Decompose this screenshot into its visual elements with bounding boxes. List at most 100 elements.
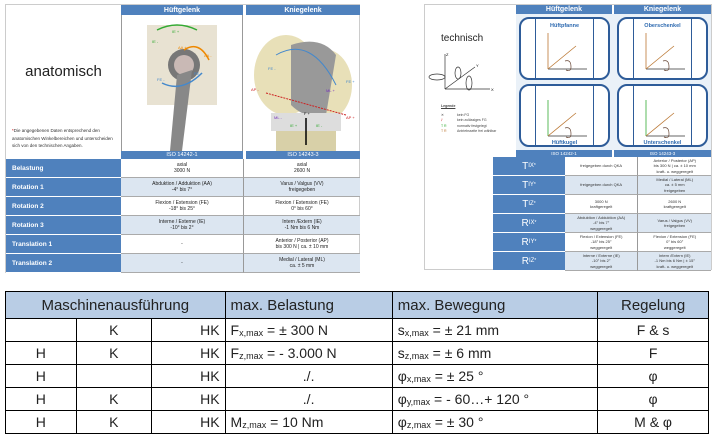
- tech-header-hip: Hüftgelenk: [516, 5, 612, 14]
- header-motion: max. Bewegung: [391, 291, 599, 319]
- diagram-title: Hüftpfanne: [549, 23, 580, 29]
- knee-cell: Medial / Lateral (ML)ca. ± 5 mm: [244, 254, 360, 273]
- normative-icon: T R: [441, 123, 447, 128]
- cell-load: ./.: [224, 364, 393, 388]
- axes-diagram-icon: [547, 33, 587, 71]
- cell-h: H: [5, 387, 77, 411]
- legend: Legende ✕kein FG ⫽kein zulässiges FG T R…: [441, 104, 496, 135]
- table-row: H K HK Mz,max = 10 Nm φz,max = ± 30 ° M …: [5, 410, 709, 434]
- machine-table: Maschinenausführung max. Belastung max. …: [5, 291, 709, 434]
- axis-y: Y: [476, 63, 479, 68]
- legend-item: ⫽kein zulässiges FG: [441, 118, 487, 123]
- cell-hk: HK: [151, 364, 226, 388]
- header-load: max. Belastung: [224, 291, 393, 319]
- note-text: Die angegebenen Daten entsprechend den a…: [12, 128, 113, 149]
- knee-cell: Anterior / Posterior (AP)bis 300 N | ca.…: [638, 157, 712, 176]
- dof-diagram: Hüftkugel: [519, 84, 610, 147]
- knee-cell: Anterior / Posterior (AP)bis 300 N | ca.…: [244, 235, 360, 254]
- forbidden-dof-icon: ⫽: [441, 118, 443, 123]
- diagram-title: Hüftkugel: [551, 140, 578, 146]
- knee-label: FE -: [268, 66, 276, 71]
- knee-label: ML -: [274, 115, 283, 120]
- cell-load: ./.: [224, 387, 393, 411]
- cell-motion: sx,max = ± 21 mm: [391, 318, 599, 342]
- axis-z: Z: [446, 52, 449, 57]
- legend-title: Legende: [441, 104, 456, 108]
- row-label: Translation 1: [6, 235, 121, 254]
- cell-control: F: [597, 341, 709, 365]
- hip-cell: Interne / Externe (IE)-10° bis 2°: [121, 216, 244, 235]
- hip-cell: -: [121, 254, 244, 273]
- header-control: Regelung: [597, 291, 709, 319]
- table-row: H HK ./. φx,max = ± 25 ° φ: [5, 364, 709, 388]
- knee-implant-image: FE - FE + AP - AP + ML + ML - F + IE + I…: [246, 15, 360, 151]
- free-drive-icon: T R: [441, 129, 447, 134]
- cell-hk: HK: [151, 410, 226, 434]
- cell-motion: φx,max = ± 25 °: [391, 364, 599, 388]
- hip-label: FE -: [157, 77, 165, 82]
- cell-control: F & s: [597, 318, 709, 342]
- cell-k: K: [75, 387, 153, 411]
- row-label: Rotation 1: [6, 178, 121, 197]
- knee-cell: Intern /Extern (IE)-1 Nm bis 6 Nm: [244, 216, 360, 235]
- tech-iso-hip: ISO 14242-1: [516, 150, 612, 157]
- dof-diagram: Hüftpfanne: [519, 17, 610, 80]
- dof-diagram: Oberschenkel: [617, 17, 708, 80]
- header-machine: Maschinenausführung: [5, 291, 226, 319]
- cell-k: K: [75, 318, 153, 342]
- knee-cell: Intern /Extern (IE)-1 Nm bis 6 Nm | ± 15…: [638, 252, 712, 271]
- header-hip: Hüftgelenk: [121, 5, 243, 15]
- technical-panel: technisch Z Y X Legende ✕kein FG ⫽kein z…: [424, 4, 712, 271]
- row-label: Belastung: [6, 159, 121, 178]
- hip-label: FE +: [194, 71, 203, 76]
- no-dof-icon: ✕: [441, 112, 444, 117]
- hip-label: IE +: [172, 29, 180, 34]
- knee-cell: Flexion / Extension (FE)0° bis 60°: [244, 197, 360, 216]
- coordinate-axes-icon: Z Y X: [428, 52, 494, 92]
- knee-label: AP +: [346, 115, 355, 120]
- anatomic-title: anatomisch: [25, 63, 102, 80]
- row-label: Translation 2: [6, 254, 121, 273]
- knee-cell: Varus / Valgus (VV)freigegeben: [638, 214, 712, 233]
- hip-cell: freigegeben durch QKA: [564, 157, 639, 176]
- diagram-title: Unterschenkel: [643, 140, 682, 146]
- tech-iso-knee: ISO 14243-3: [614, 150, 711, 157]
- hip-cell: freigegeben durch QKA: [564, 176, 639, 195]
- hip-label: AA +: [178, 45, 187, 50]
- cell-load: Mz,max = 10 Nm: [224, 410, 393, 434]
- diagram-title: Oberschenkel: [644, 23, 681, 29]
- knee-label: ML +: [326, 88, 336, 93]
- cell-motion: φz,max = ± 30 °: [391, 410, 599, 434]
- axes-diagram-icon: [547, 100, 587, 138]
- iso-knee: ISO 14243-3: [246, 151, 360, 159]
- knee-label: AP -: [251, 87, 259, 92]
- dof-diagrams: Hüftpfanne Hüftkugel Oberschenkel Unters…: [516, 14, 711, 150]
- cell-k: K: [75, 410, 153, 434]
- table-row: Translation 1-Anterior / Posterior (AP)b…: [6, 235, 360, 254]
- header-knee: Kniegelenk: [246, 5, 360, 15]
- hip-cell: Flexion / Extension (FE)-18° bis 25°wegg…: [564, 233, 639, 252]
- knee-label: IE -: [316, 123, 323, 128]
- cell-motion: φy,max = - 60…+ 120 °: [391, 387, 599, 411]
- hip-label: IE -: [152, 39, 159, 44]
- cell-k: K: [75, 341, 153, 365]
- cell-h: [5, 318, 77, 342]
- legend-item: ✕kein FG: [441, 112, 470, 117]
- iso-hip: ISO 14242-1: [121, 151, 243, 159]
- cell-control: M & φ: [597, 410, 709, 434]
- knee-label: IE +: [290, 123, 298, 128]
